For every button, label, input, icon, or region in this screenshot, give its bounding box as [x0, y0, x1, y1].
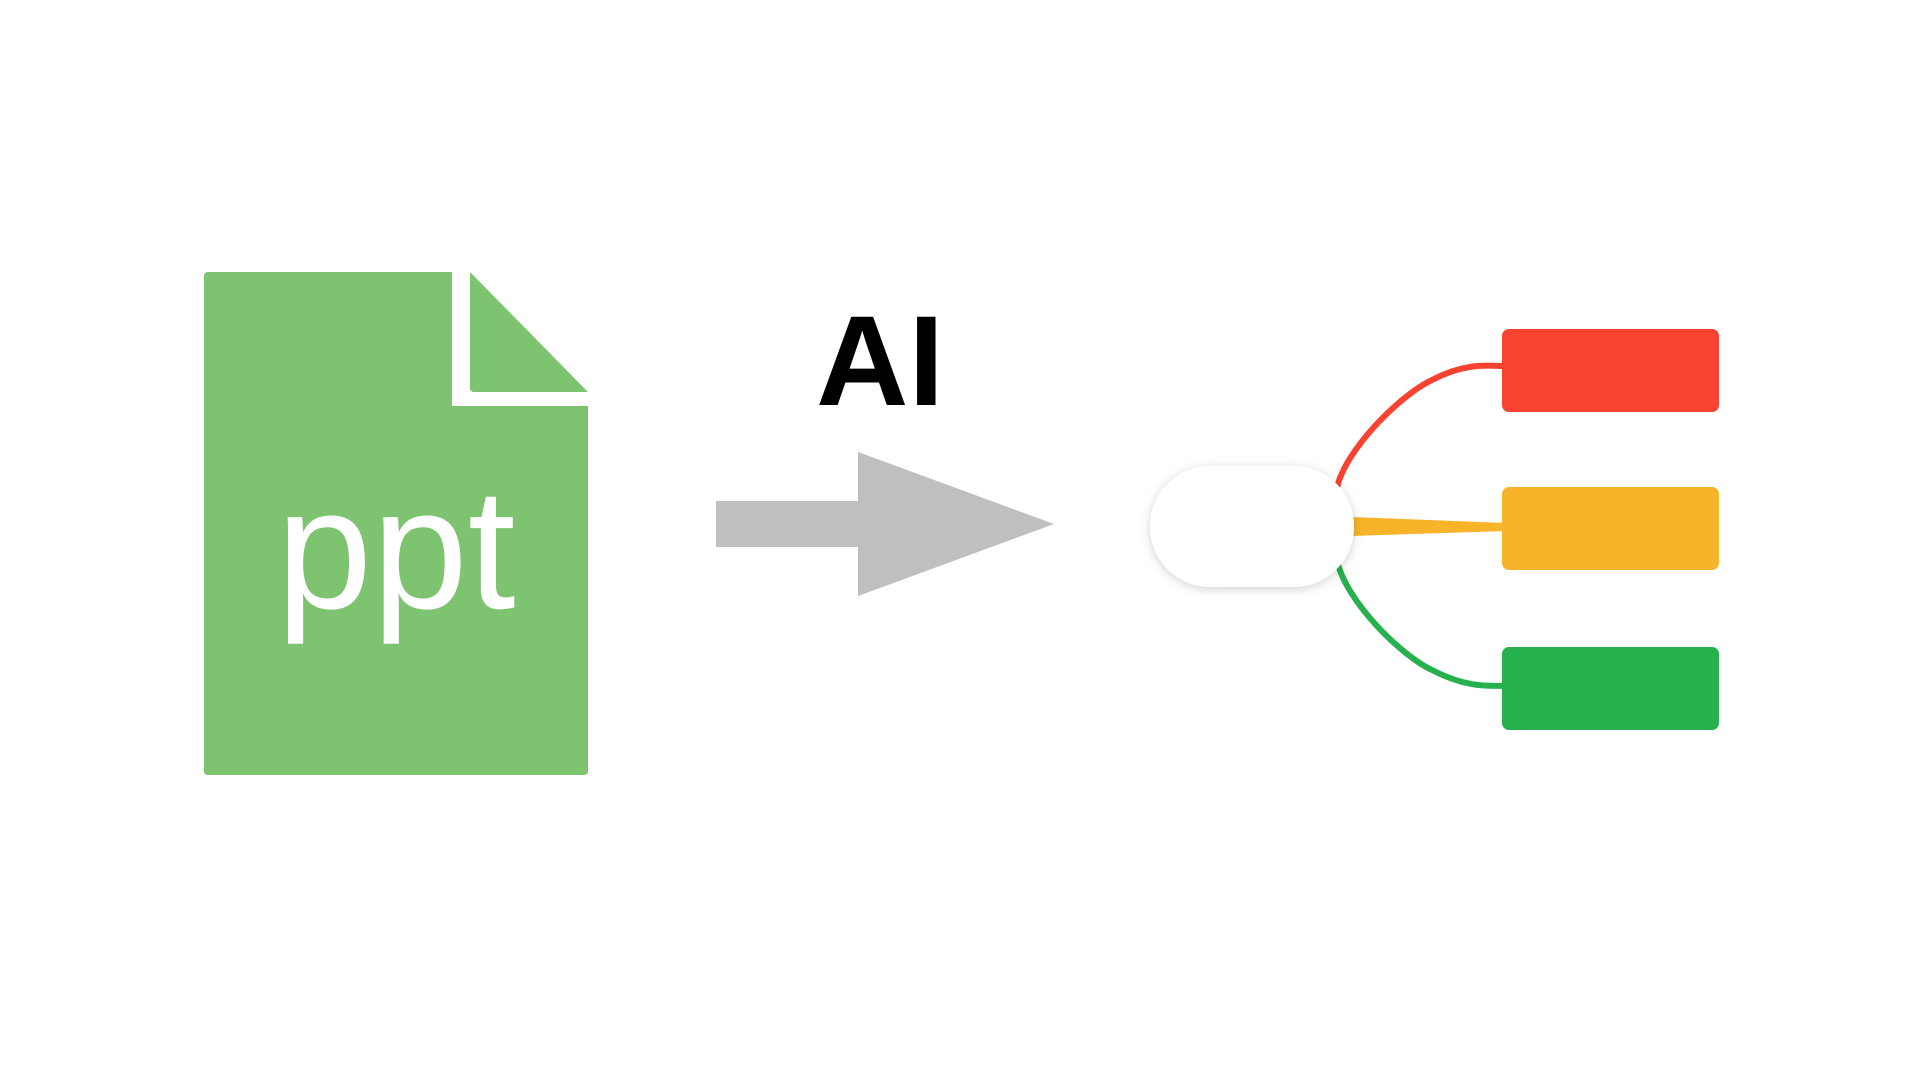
ppt-file-icon: ppt	[204, 272, 588, 775]
file-corner-fold	[470, 272, 588, 392]
right-arrow-icon	[716, 452, 1054, 596]
mind-map	[1150, 329, 1719, 730]
branch-connector-bottom	[1334, 557, 1509, 689]
branch-connector-middle	[1352, 517, 1506, 536]
branch-node-bottom	[1502, 647, 1719, 730]
branch-node-top	[1502, 329, 1719, 412]
file-type-label: ppt	[276, 453, 515, 645]
central-topic-node	[1150, 466, 1354, 587]
file-body	[204, 272, 588, 775]
branch-node-middle	[1502, 487, 1719, 570]
ai-label: AI	[816, 290, 944, 433]
branch-connector-top	[1334, 362, 1509, 491]
